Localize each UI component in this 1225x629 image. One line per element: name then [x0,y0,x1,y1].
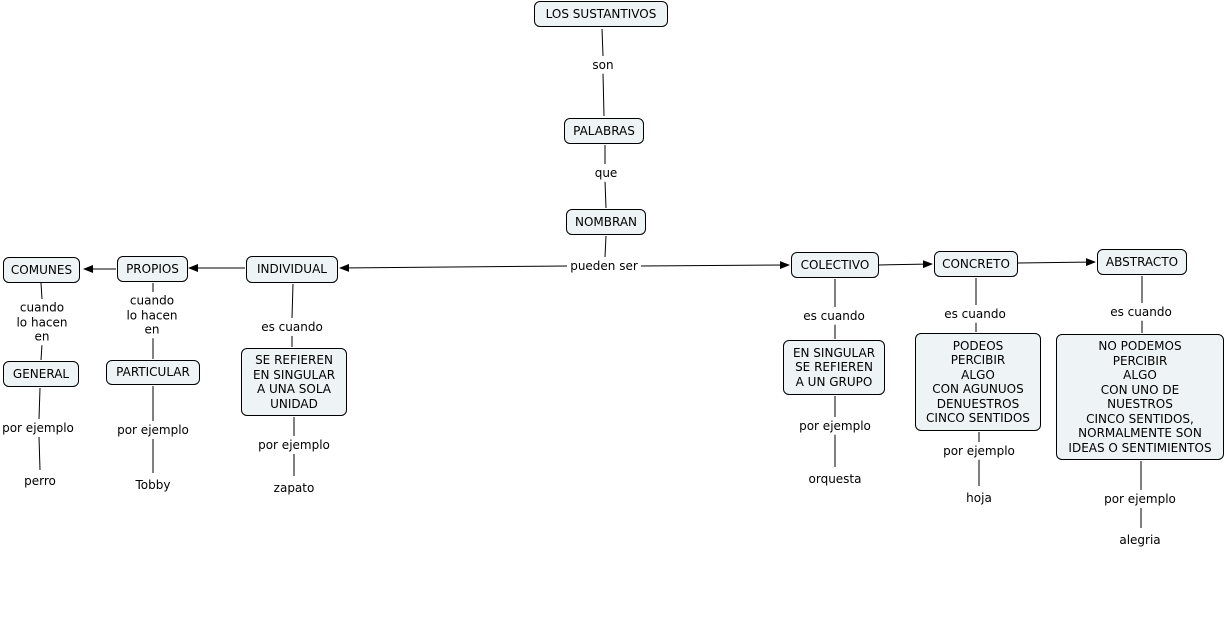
link-por-ejemplo-abstracto: por ejemplo [1102,490,1178,508]
concept-colectivo[interactable]: COLECTIVO [791,252,879,278]
line-que-nombran [604,180,607,209]
link-que: que [592,164,620,182]
example-alegria: alegria [1119,533,1161,547]
link-por-ejemplo-general: por ejemplo [0,419,76,437]
example-tobby: Tobby [135,478,171,492]
link-por-ejemplo-particular: por ejemplo [115,421,191,439]
link-es-cuando-colectivo: es cuando [801,307,867,325]
concept-no-podemos-percibir[interactable]: NO PODEMOS PERCIBIR ALGO CON UNO DE NUES… [1056,334,1224,460]
link-cuando-comunes: cuando lo hacen en [14,299,70,345]
line-sustantivos-son [601,28,604,57]
example-hoja: hoja [966,491,992,505]
example-zapato: zapato [273,481,315,495]
line-cuando-general [40,343,43,361]
concept-comunes[interactable]: COMUNES [3,257,80,283]
link-es-cuando-individual: es cuando [259,318,325,336]
link-cuando-propios: cuando lo hacen en [124,292,180,338]
line-comunes-cuando [40,282,43,300]
concept-los-sustantivos[interactable]: LOS SUSTANTIVOS [534,1,668,27]
link-por-ejemplo-colectivo: por ejemplo [797,417,873,435]
concept-individual[interactable]: INDIVIDUAL [246,256,338,283]
concept-podemos-percibir[interactable]: PODEOS PERCIBIR ALGO CON AGUNUOS DENUEST… [915,333,1041,431]
arrow-concreto-abstracto [1017,258,1096,267]
line-son-palabras [602,72,605,117]
line-nombran-pueden [604,235,607,258]
concept-abstracto[interactable]: ABSTRACTO [1097,249,1187,275]
arrow-pueden-individual [339,263,568,272]
concept-propios[interactable]: PROPIOS [117,256,188,282]
example-orquesta: orquesta [808,472,862,486]
arrow-colectivo-concreto [878,260,933,269]
concept-palabras[interactable]: PALABRAS [564,118,644,144]
link-por-ejemplo-concreto: por ejemplo [941,442,1017,460]
arrow-pueden-colectivo [640,261,790,270]
link-pueden-ser: pueden ser [568,257,640,275]
link-es-cuando-abstracto: es cuando [1108,303,1174,321]
concept-nombran[interactable]: NOMBRAN [566,209,646,235]
line-ej-perro [38,436,41,471]
concept-particular[interactable]: PARTICULAR [106,360,200,385]
concept-concreto[interactable]: CONCRETO [934,251,1018,277]
line-general-ej [38,387,41,420]
link-son: son [590,56,616,74]
link-es-cuando-concreto: es cuando [942,305,1008,323]
example-perro: perro [24,474,56,488]
concept-unidad-singular[interactable]: SE REFIEREN EN SINGULAR A UNA SOLA UNIDA… [241,348,347,416]
line-individual-escuando [291,283,294,319]
concept-grupo-singular[interactable]: EN SINGULAR SE REFIEREN A UN GRUPO [783,340,885,395]
concept-general[interactable]: GENERAL [3,361,79,387]
link-por-ejemplo-individual: por ejemplo [256,436,332,454]
